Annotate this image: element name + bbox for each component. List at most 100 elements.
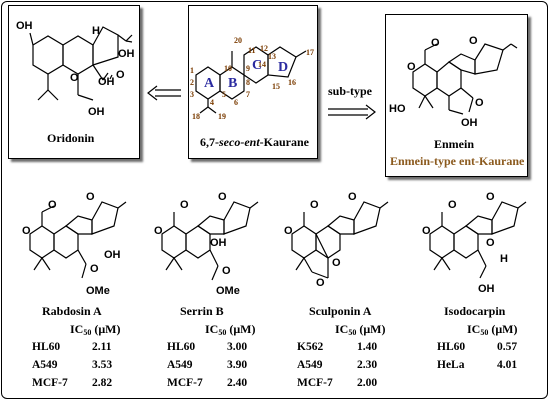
enmein-ho: HO [389, 103, 406, 115]
kaurane-num-6: 6 [234, 98, 238, 107]
serrin-o1: O [180, 199, 189, 211]
isodocarpin-oh: OH [478, 283, 495, 295]
kaurane-num-20: 20 [234, 36, 242, 45]
sculponin-o5: O [316, 277, 325, 289]
isodocarpin-o2: O [486, 191, 495, 203]
serrin-o2: O [218, 191, 227, 203]
ic50-unit: (μM) [91, 322, 121, 336]
kaurane-num-19: 19 [218, 112, 226, 121]
kaurane-num-16: 16 [288, 78, 296, 87]
sculponin-o4: O [332, 257, 341, 269]
rabdosin-o4: O [90, 263, 99, 275]
ic50-value: 4.01 [497, 359, 518, 371]
ic50-header-rabdosin-a: IC50 (μM) [70, 322, 120, 337]
sculponin-a-structure: O O O O O [284, 191, 389, 289]
serrin-b-structure: O O O OH O OMe [154, 191, 259, 297]
kaurane-num-3: 3 [190, 90, 194, 99]
compound-name-rabdosin-a: Rabdosin A [42, 304, 102, 318]
isodocarpin-o3: O [422, 225, 431, 237]
table-row: MCF-7 2.82 [32, 374, 112, 392]
sculponin-o3: O [284, 225, 293, 237]
cell-line: HL60 [437, 341, 466, 353]
kaurane-name: 6,7-seco-ent-Kaurane [200, 135, 309, 150]
ic50-header-sculponin-a: IC50 (μM) [335, 322, 385, 337]
serrin-o3: O [154, 225, 163, 237]
ic50-value: 3.00 [227, 341, 248, 353]
ic50-value: 2.00 [357, 377, 378, 389]
sculponin-o1: O [310, 199, 319, 211]
rabdosin-o1: O [48, 199, 57, 211]
kaurane-structure: 20 11 12 13 14 17 1 10 9 2 8 16 3 5 7 15… [190, 36, 314, 121]
ic50-value: 2.82 [92, 377, 113, 389]
isodocarpin-h: H [500, 253, 508, 265]
table-row: A549 3.90 [167, 356, 247, 374]
kaurane-num-9: 9 [246, 64, 250, 73]
oridonin-oh2: OH [118, 48, 135, 60]
kaurane-num-18: 18 [192, 112, 200, 121]
cell-line: MCF-7 [32, 377, 68, 389]
enmein-o4: O [475, 97, 484, 109]
ic50-value: 2.40 [227, 377, 248, 389]
ic50-unit: (μM) [488, 322, 518, 336]
isodocarpin-structure: O O O O H OH [422, 191, 527, 295]
ic50-header-isodocarpin: IC50 (μM) [467, 322, 517, 337]
serrin-ome: OMe [216, 285, 240, 297]
cell-line: A549 [297, 359, 323, 371]
kaurane-num-15: 15 [272, 82, 280, 91]
ic50-label: IC [205, 322, 219, 336]
isodocarpin-o4: O [486, 237, 495, 249]
cell-line: HeLa [437, 359, 465, 371]
table-row: HeLa 4.01 [437, 356, 517, 374]
oridonin-h: H [92, 25, 100, 37]
cell-line: A549 [167, 359, 193, 371]
rabdosin-ome: OMe [86, 285, 110, 297]
ic50-value: 3.53 [92, 359, 113, 371]
kaurane-num-14: 14 [258, 60, 266, 69]
ic50-sub: 50 [218, 328, 227, 337]
compound-name-sculponin-a: Sculponin A [309, 304, 372, 318]
table-row: A549 3.53 [32, 356, 112, 374]
oridonin-o-ether: O [70, 72, 79, 84]
ic50-label: IC [335, 322, 349, 336]
oridonin-oh3: OH [98, 76, 115, 88]
rabdosin-o2: O [86, 191, 95, 203]
ic50-unit: (μM) [226, 322, 256, 336]
enmein-o1: O [431, 37, 440, 49]
compound-name-serrin-b: Serrin B [180, 304, 224, 318]
oridonin-oh4: OH [88, 106, 105, 118]
ring-c: C [252, 58, 262, 73]
kaurane-num-5: 5 [222, 90, 226, 99]
ic50-sub: 50 [480, 328, 489, 337]
kaurane-name-prefix: 6,7- [200, 135, 219, 149]
ic50-sub: 50 [348, 328, 357, 337]
serrin-oh: OH [210, 237, 227, 249]
serrin-o4: O [222, 265, 231, 277]
kaurane-name-italic: seco-ent [219, 135, 260, 149]
ic50-header-serrin-b: IC50 (μM) [205, 322, 255, 337]
cell-line: K562 [297, 341, 324, 353]
cell-line: A549 [32, 359, 58, 371]
ic50-value: 2.30 [357, 359, 378, 371]
ic50-label: IC [467, 322, 481, 336]
oridonin-oh1: OH [16, 20, 33, 32]
ic50-unit: (μM) [356, 322, 386, 336]
kaurane-num-12: 12 [260, 44, 268, 53]
kaurane-box [188, 5, 318, 159]
kaurane-name-suffix: -Kaurane [259, 135, 309, 149]
kaurane-num-1: 1 [190, 66, 194, 75]
ic50-value: 3.90 [227, 359, 248, 371]
arrow-to-enmein [328, 104, 376, 120]
compound-name-isodocarpin: Isodocarpin [444, 304, 506, 318]
enmein-box [385, 14, 528, 177]
enmein-name: Enmein [434, 137, 475, 151]
kaurane-num-7: 7 [246, 90, 250, 99]
oridonin-name: Oridonin [47, 131, 95, 145]
